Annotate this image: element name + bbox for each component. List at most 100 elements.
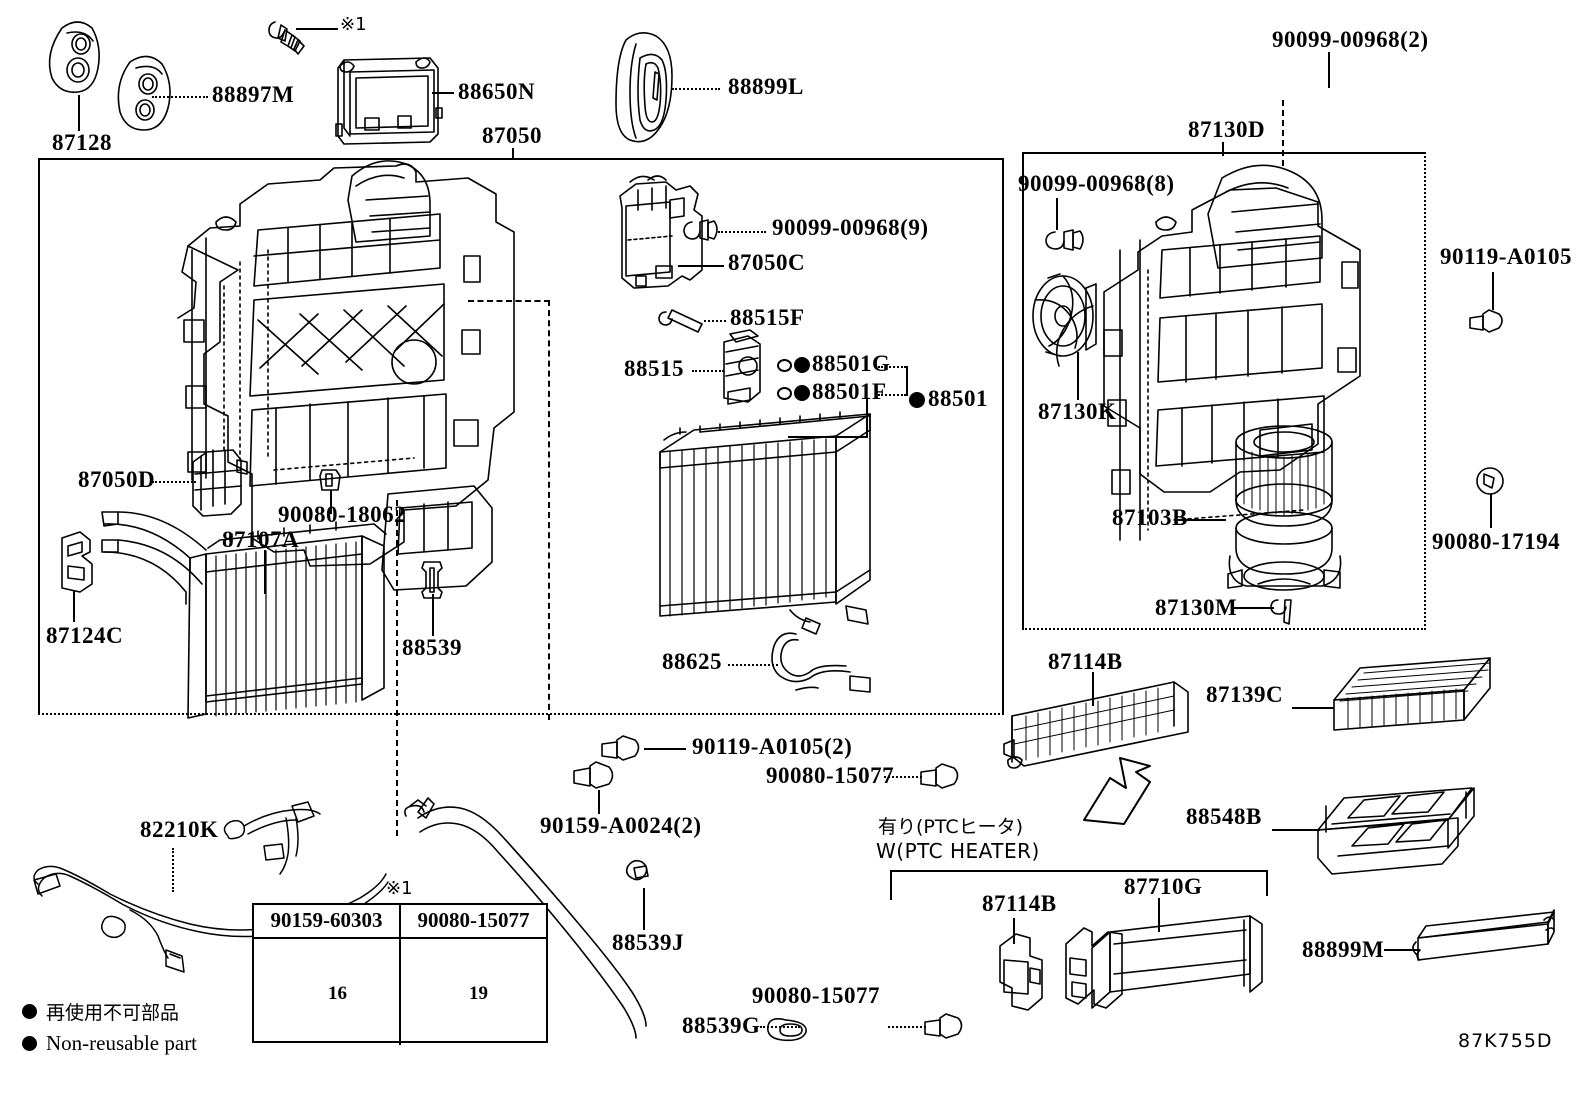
legend-row-en: Non-reusable part — [22, 1031, 197, 1056]
footnote-cell-0: 16 — [254, 939, 401, 1045]
part-art-88548B — [1318, 788, 1474, 874]
label-90119-A0105-2: 90119-A0105(2) — [692, 734, 853, 759]
group-frame-87050 — [38, 158, 1004, 715]
group-frame-87130D — [1022, 152, 1426, 630]
part-art-bolt-90080-15077-a — [921, 764, 958, 788]
label-90119-A0105: 90119-A0105 — [1440, 244, 1572, 269]
label-88899M: 88899M — [1302, 937, 1385, 962]
leader-88899L — [672, 88, 720, 90]
ptc-frame-right-edge — [1266, 870, 1268, 896]
label-87050C: 87050C — [728, 250, 806, 275]
leader-88501-to-evap — [788, 436, 868, 438]
part-art-bolt-90119-A0105-2 — [602, 736, 639, 760]
oring-icon-88501G — [777, 359, 792, 372]
leader-87114B-top — [1092, 672, 1094, 706]
leader-87114B-ptc — [1013, 918, 1015, 944]
nonreusable-dot-88501F — [794, 385, 810, 401]
oring-icon-88501F — [777, 387, 792, 400]
label-88897M: 88897M — [212, 82, 295, 107]
leader-88897M — [152, 96, 208, 98]
footnote-cell-1: 19 — [401, 939, 546, 1045]
leader-90099-8 — [1056, 198, 1058, 230]
nonreusable-dot-88501 — [909, 392, 925, 408]
part-art-bolt-note1 — [269, 22, 304, 54]
leader-87130K — [1077, 352, 1079, 400]
leader-88548B — [1272, 829, 1320, 831]
footnote-col-1-part: 90080-15077 — [417, 908, 530, 932]
label-87114B-ptc: 87114B — [982, 891, 1057, 916]
label-87114B-top: 87114B — [1048, 649, 1123, 674]
leader-90080-17194 — [1490, 494, 1492, 528]
label-88501: 88501 — [928, 386, 988, 411]
label-87050: 87050 — [482, 123, 542, 148]
leader-88501-bracket — [906, 366, 908, 396]
label-90099-00968-8: 90099-00968(8) — [1018, 171, 1175, 196]
part-art-88899M — [1413, 910, 1554, 960]
leader-87130D — [1222, 142, 1224, 156]
part-art-87114B-main — [1004, 682, 1188, 768]
leader-90119-A0105-2 — [644, 748, 686, 750]
part-art-87710G — [1066, 916, 1262, 1008]
leader-88539G — [760, 1026, 800, 1028]
leader-90099-9 — [718, 231, 766, 233]
leader-88515F — [704, 320, 726, 322]
leader-88539J — [643, 888, 645, 930]
footnote-col-0-length: 16 — [328, 983, 347, 1004]
dashed-ref-case-top — [468, 300, 550, 302]
leader-note1-bolt — [296, 28, 338, 30]
leader-88501-down — [866, 398, 868, 436]
label-88548B: 88548B — [1186, 804, 1262, 829]
leader-87139C — [1292, 707, 1334, 709]
label-90159-A0024-2: 90159-A0024(2) — [540, 813, 702, 838]
legend-row-jp: 再使用不可部品 — [22, 998, 197, 1025]
label-88501G: 88501G — [812, 351, 891, 376]
part-art-87128 — [50, 22, 100, 92]
label-87710G: 87710G — [1124, 874, 1203, 899]
label-90080-18062: 90080-18062 — [278, 502, 407, 527]
part-art-bolt-90159-A0024 — [574, 762, 613, 788]
label-87103B: 87103B — [1112, 505, 1188, 530]
leader-87107A — [264, 550, 266, 594]
leader-88625 — [728, 664, 778, 666]
label-88515F: 88515F — [730, 305, 805, 330]
leader-87050C — [678, 265, 724, 267]
label-87139C: 87139C — [1206, 682, 1284, 707]
part-art-bolt-90119-A0105 — [1470, 310, 1502, 332]
leader-90080-18062 — [330, 490, 332, 514]
leader-88515 — [692, 370, 724, 372]
footnote-col-1-length: 19 — [469, 983, 488, 1004]
leader-87103B — [1178, 519, 1226, 521]
leader-88501G — [878, 366, 906, 368]
leader-90159-A0024 — [598, 790, 600, 814]
leader-87050D — [152, 481, 196, 483]
leader-88650N — [432, 92, 454, 94]
part-art-88650N — [336, 58, 442, 144]
nonreusable-dot-icon-en — [22, 1036, 37, 1051]
dashed-ref-case-right — [548, 300, 550, 720]
footnote-table-marker: ※1 — [386, 878, 413, 899]
leader-82210K — [172, 848, 174, 892]
leader-87128 — [78, 95, 80, 131]
label-87130M: 87130M — [1155, 595, 1238, 620]
legend-text-jp: 再使用不可部品 — [46, 1002, 180, 1024]
part-art-87114B-ptc — [1000, 934, 1042, 1010]
part-art-arrow-up — [1084, 758, 1150, 824]
label-87130K: 87130K — [1038, 399, 1117, 424]
legend: 再使用不可部品 Non-reusable part — [22, 998, 197, 1062]
label-87128: 87128 — [52, 130, 112, 155]
label-88625: 88625 — [662, 649, 722, 674]
part-art-90080-17194 — [1477, 468, 1503, 494]
label-90080-15077-a: 90080-15077 — [766, 763, 895, 788]
label-88539J: 88539J — [612, 930, 684, 955]
footnote-table: 90159-60303 90080-15077 16 19 — [252, 903, 548, 1045]
label-90080-15077-b: 90080-15077 — [751, 983, 880, 1008]
label-88501F: 88501F — [812, 379, 887, 404]
group-frame-ptc-heater — [890, 870, 1268, 900]
dashed-ref-88539 — [396, 500, 398, 836]
leader-87050 — [512, 148, 514, 160]
leader-88899M — [1384, 949, 1420, 951]
label-82210K: 82210K — [140, 817, 219, 842]
label-87050D: 87050D — [78, 467, 156, 492]
leader-90080-15077-b — [888, 1026, 926, 1028]
leader-90080-15077-a — [884, 776, 922, 778]
